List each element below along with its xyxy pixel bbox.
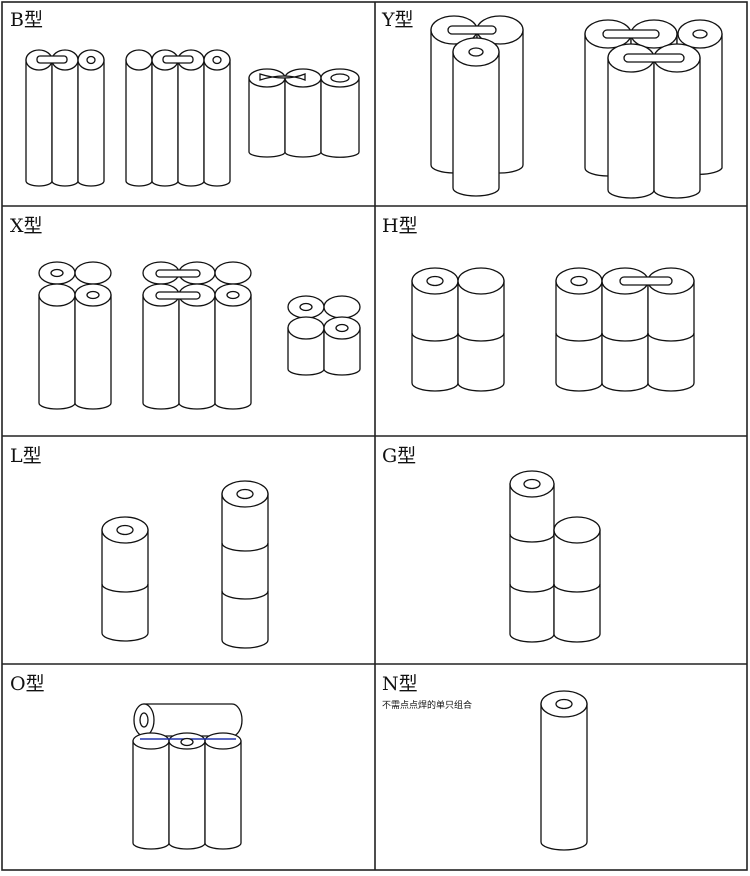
n-type-note: 不需点点焊的单只组合	[382, 699, 472, 711]
label-g-type: G型	[382, 445, 416, 467]
l-type-pack-three	[221, 480, 269, 649]
o-type-pack	[132, 703, 243, 850]
x-type-pack-six	[142, 261, 252, 410]
l-type-pack-two	[101, 516, 149, 642]
label-y-type: Y型	[381, 9, 414, 31]
b-type-pack-four	[125, 49, 231, 187]
g-type-pack	[509, 470, 601, 643]
label-l-type: L型	[10, 445, 42, 467]
y-type-pack-three	[430, 15, 524, 197]
label-n-type: N型	[382, 673, 418, 695]
h-type-pack-four	[411, 267, 505, 392]
n-type-single-cell	[540, 690, 588, 851]
b-type-pack-short	[248, 68, 360, 158]
label-h-type: H型	[382, 215, 418, 237]
h-type-pack-six	[555, 267, 695, 392]
label-x-type: X型	[10, 215, 43, 237]
x-type-pack-four	[38, 261, 112, 410]
b-type-pack-three	[25, 49, 105, 187]
label-b-type: B型	[10, 9, 43, 31]
y-type-pack-five	[584, 19, 723, 199]
label-o-type: O型	[10, 673, 45, 695]
x-type-pack-short	[287, 295, 361, 376]
